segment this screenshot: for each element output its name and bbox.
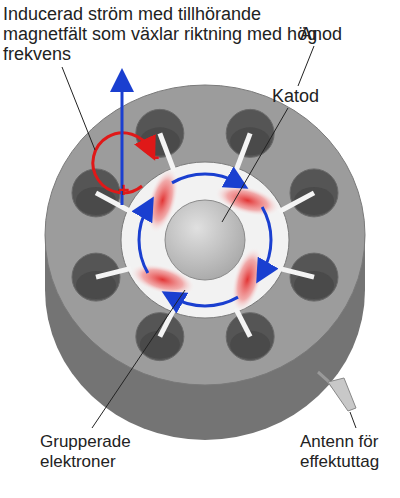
anode-top xyxy=(45,85,365,385)
coupling-slot xyxy=(160,133,175,171)
electron-clouds xyxy=(126,164,284,316)
polarity-sign: - xyxy=(153,146,167,166)
anode-vanes xyxy=(96,133,314,336)
leader-line xyxy=(62,67,95,150)
coupling-slot xyxy=(236,308,251,336)
coupling-slot xyxy=(279,193,314,212)
cavity-holes xyxy=(72,109,338,360)
callout-text: Inducerad ström med tillhörande magnetfä… xyxy=(3,4,341,64)
coupling-slot xyxy=(96,268,131,277)
part-name: Katod xyxy=(272,86,342,106)
electron-flow-arrow xyxy=(172,297,238,306)
leader-line xyxy=(298,46,314,86)
part-name: Antenn för effektuttag xyxy=(300,432,396,472)
antenna xyxy=(328,378,356,411)
cavity-shadow xyxy=(230,127,270,155)
cathode xyxy=(165,200,245,280)
central-bore xyxy=(121,162,289,318)
coupling-slot xyxy=(160,308,175,336)
leader-lines xyxy=(62,46,356,428)
part-name: Grupperade elektroner xyxy=(40,432,160,472)
leader-line xyxy=(222,108,288,222)
leader-line xyxy=(350,412,356,428)
electron-flow-arrow xyxy=(139,207,148,273)
electron-flow-arrow xyxy=(172,174,238,183)
polarity-sign: + xyxy=(118,180,134,200)
electron-flow-arrow xyxy=(262,207,271,273)
part-name: Anod xyxy=(300,24,360,44)
coupling-slot xyxy=(279,268,314,277)
leader-line xyxy=(92,290,185,428)
coupling-slot xyxy=(236,133,251,171)
electron-flow-arrows xyxy=(139,174,271,306)
